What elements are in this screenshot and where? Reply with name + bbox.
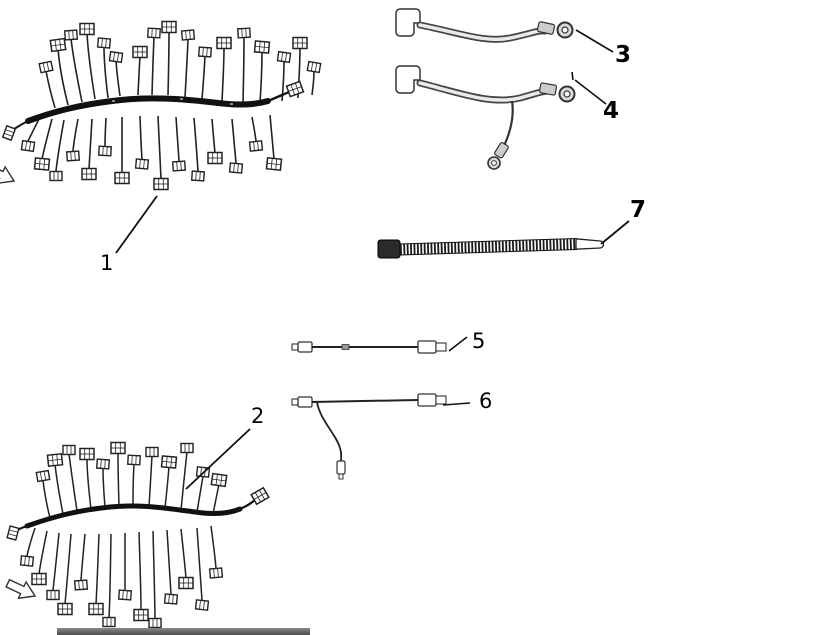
callout-1-label: 1 bbox=[100, 251, 114, 275]
bullet-connector bbox=[297, 396, 313, 408]
ring-terminal bbox=[558, 85, 576, 103]
terminal-fitting bbox=[536, 21, 556, 35]
callout-5-label: 5 bbox=[472, 329, 486, 353]
bottom-window-edge bbox=[57, 628, 310, 635]
spade-terminal bbox=[494, 142, 509, 159]
ground-cable-4-drawing bbox=[395, 65, 576, 170]
callout-7-label: 7 bbox=[630, 197, 647, 223]
callout-4-label: 4 bbox=[603, 98, 620, 124]
cable-tie-tip bbox=[575, 238, 605, 250]
direction-arrow-icon bbox=[0, 159, 19, 190]
ferrule bbox=[341, 344, 350, 350]
wiring-harness-2-drawing bbox=[5, 441, 270, 629]
rubber-boot-connector bbox=[395, 8, 421, 37]
cable-tie-drawing bbox=[377, 238, 605, 259]
plug-connector bbox=[417, 393, 437, 407]
rubber-boot-connector bbox=[395, 65, 421, 94]
ring-terminal-small bbox=[487, 156, 501, 170]
plug-connector bbox=[417, 340, 437, 354]
terminal-fitting bbox=[538, 82, 558, 96]
wiring-harness-1-drawing bbox=[0, 20, 322, 191]
bullet-connector bbox=[297, 341, 313, 353]
ground-cable-3-drawing bbox=[395, 8, 574, 43]
lead-wire-5-drawing bbox=[291, 340, 447, 354]
lead-wire-6-drawing bbox=[291, 393, 447, 480]
cable-tie-head bbox=[377, 239, 401, 259]
ring-terminal bbox=[556, 21, 574, 39]
callout-3-label: 3 bbox=[615, 42, 632, 68]
callout-6-label: 6 bbox=[479, 389, 493, 413]
callout-2-label: 2 bbox=[251, 404, 265, 428]
branch-bullet-connector bbox=[336, 460, 346, 475]
cable-tie-ribbed-strap bbox=[399, 238, 578, 255]
